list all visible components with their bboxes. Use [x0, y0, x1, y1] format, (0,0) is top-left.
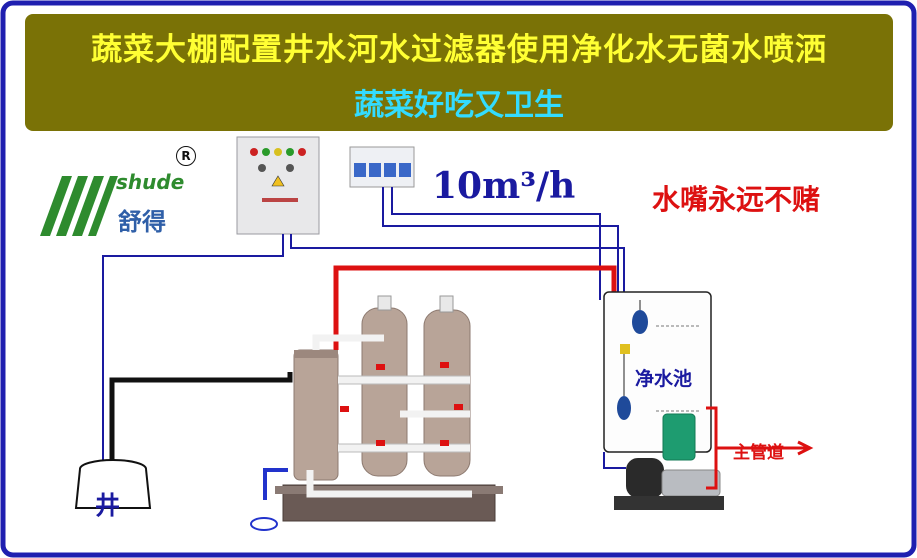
- slogan-text: 水嘴永远不赌: [652, 183, 821, 216]
- page-title: 蔬菜大棚配置井水河水过滤器使用净化水无菌水喷洒: [91, 32, 827, 68]
- level-ticks: [656, 325, 700, 412]
- pool-to-pump-wire: [603, 452, 626, 469]
- flow-rate-label: 10m³/h: [432, 165, 576, 207]
- control-box: [236, 136, 320, 235]
- title-banner: 蔬菜大棚配置井水河水过滤器使用净化水无菌水喷洒 蔬菜好吃又卫生: [25, 14, 893, 131]
- pvc-piping: [306, 334, 472, 498]
- main-pipe-label: 主管道: [733, 443, 784, 463]
- page-subtitle: 蔬菜好吃又卫生: [354, 88, 564, 123]
- valve-handles: [340, 362, 463, 446]
- filter-tank-middle: [361, 295, 408, 477]
- skid-rail: [275, 486, 503, 494]
- well-label: 井: [95, 491, 121, 520]
- float-switch-upper: [632, 300, 648, 334]
- drain-outlet: [250, 517, 278, 531]
- clean-water-pool-label: 净水池: [635, 368, 693, 390]
- pvc-outline: [338, 375, 470, 453]
- logo-stripes-icon: [40, 176, 118, 236]
- logo-name: 舒得: [118, 208, 166, 236]
- control-wires: [102, 187, 625, 476]
- breaker-block: [349, 146, 415, 188]
- clean-water-pool: [603, 291, 712, 453]
- filter-tank-large: [423, 295, 471, 477]
- registered-mark-icon: R: [176, 146, 196, 166]
- float-switch-lower: [617, 344, 631, 420]
- well-icon: [74, 459, 152, 509]
- pump: [614, 413, 724, 510]
- arrow-right-icon: [797, 440, 814, 456]
- filter-tank-small: [293, 349, 339, 481]
- red-pipe-inlet: [333, 265, 617, 350]
- well-suction-pipe: [109, 372, 293, 472]
- outlet-pipes: [706, 406, 808, 490]
- drain-pipe-blue: [263, 468, 288, 500]
- logo-wordmark: shude: [116, 170, 185, 194]
